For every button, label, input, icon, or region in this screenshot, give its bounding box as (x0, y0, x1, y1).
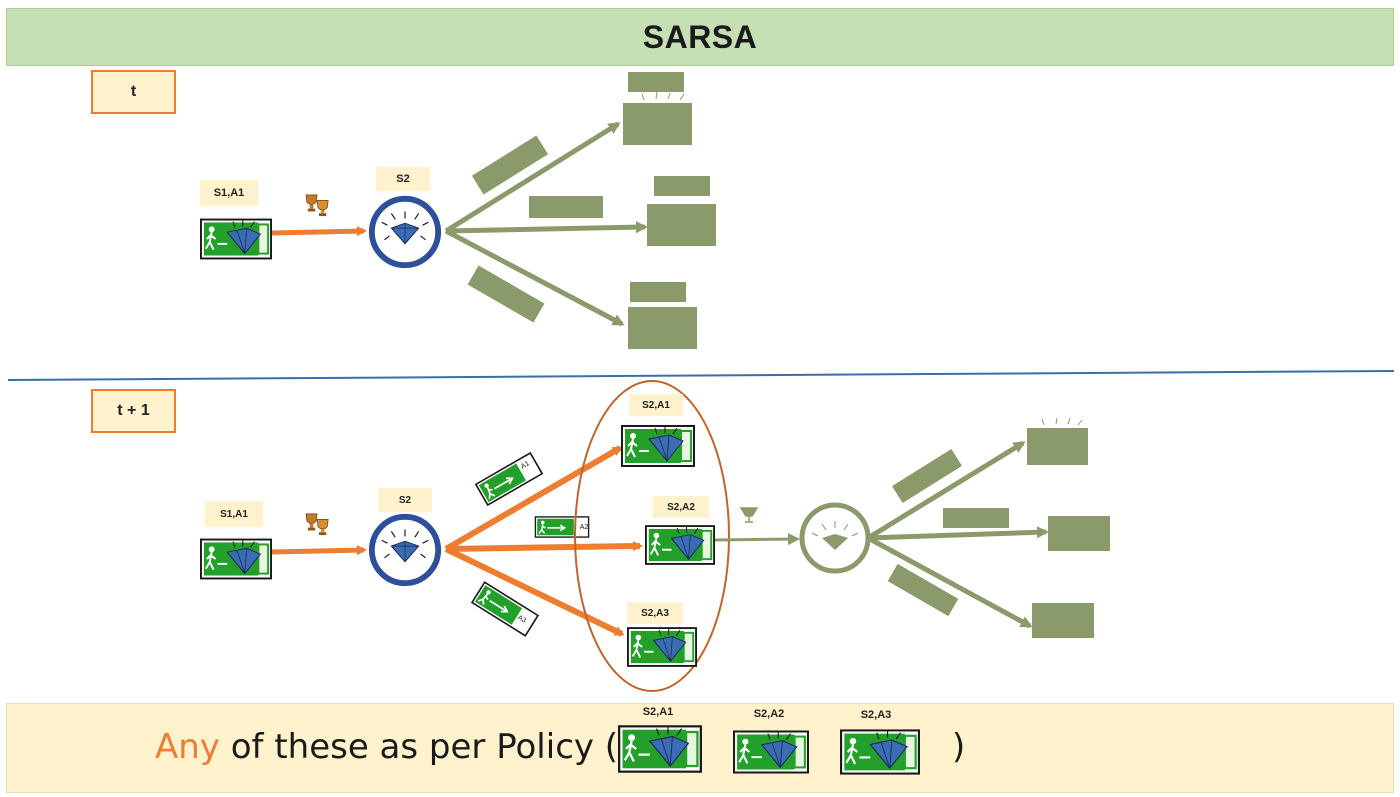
policy-opt1-icon (618, 725, 702, 773)
policy-close-paren: ) (952, 727, 966, 767)
label-option-s2a1: S2,A1 (629, 394, 683, 416)
label-option-s2a3: S2,A3 (627, 602, 683, 624)
policy-caption: Any of these as per Policy ( (155, 727, 618, 767)
label-s1a1-top: S1,A1 (200, 180, 258, 206)
arrow-to-s2a3 (444, 546, 625, 637)
policy-opt2-label: S2,A2 (753, 708, 785, 720)
reward-trophy-icon-bottom (305, 513, 329, 536)
title-bar: SARSA (6, 8, 1394, 66)
option-s2a1-icon (621, 425, 695, 467)
label-s2-top: S2 (376, 167, 430, 191)
policy-opt3-label: S2,A3 (860, 709, 892, 721)
exit-gem-icon-bottom (200, 538, 272, 580)
option-s2a2-icon (645, 525, 715, 565)
policy-opt1-label: S2,A1 (642, 706, 674, 718)
olive-branch-top (444, 72, 716, 349)
reward-trophy-icon-top (305, 194, 329, 217)
policy-any-word: Any (155, 727, 220, 767)
state-s2-circle-bottom (372, 517, 438, 583)
olive-branch-bottom (714, 417, 1110, 638)
label-s2-bottom: S2 (378, 488, 432, 512)
label-action-a2: A2 (579, 523, 589, 531)
time-label-t: t (91, 70, 176, 114)
section-t (200, 72, 716, 349)
arrow-to-s2a1 (444, 445, 623, 552)
option-s2a3-icon (627, 627, 697, 667)
time-label-t1: t + 1 (91, 389, 176, 433)
state-s2-circle-top (372, 199, 438, 265)
arrow-to-s2a2 (445, 541, 643, 552)
policy-opt3-icon (840, 729, 920, 775)
policy-options-ellipse (574, 380, 730, 692)
arrow-s1-to-s2-top (271, 226, 367, 237)
policy-opt2-icon (733, 730, 809, 774)
exit-gem-icon-top (200, 218, 272, 260)
arrow-s1-to-s2-bottom (271, 545, 367, 556)
label-s1a1-bottom: S1,A1 (205, 501, 263, 527)
section-t1 (200, 380, 1110, 692)
policy-caption-rest: of these as per Policy ( (219, 727, 619, 767)
page-title: SARSA (642, 18, 758, 55)
label-option-s2a2: S2,A2 (653, 496, 709, 518)
section-divider (7, 370, 1395, 381)
